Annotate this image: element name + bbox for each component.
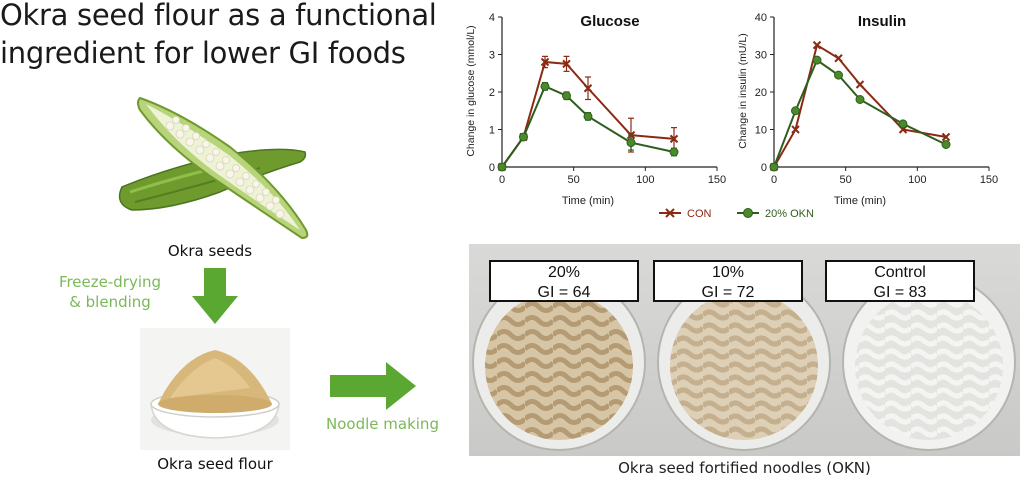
legend-okn-label: 20% OKN <box>765 208 814 220</box>
y-tick-label: 1 <box>489 125 495 137</box>
x-tick-label: 0 <box>499 174 505 186</box>
data-point <box>941 132 951 142</box>
y-tick-label: 3 <box>489 50 495 62</box>
noodle-making-label: Noodle making <box>326 415 439 433</box>
x-axis-label: Time (min) <box>562 195 614 207</box>
insulin-chart: Insulin Change in insulin (mU/L) Time (m… <box>737 12 998 207</box>
gi-box-20: 20% GI = 64 <box>489 260 639 302</box>
gi-box-percent: Control <box>874 264 926 281</box>
gi-box-value: GI = 72 <box>701 284 755 301</box>
noodles-caption: Okra seed fortified noodles (OKN) <box>618 459 871 477</box>
chart-legend: CON 20% OKN <box>659 208 814 220</box>
data-point <box>583 84 593 93</box>
flour-bowl-image <box>140 328 290 450</box>
data-point <box>497 162 507 172</box>
y-tick-label: 0 <box>489 162 495 174</box>
data-point <box>855 95 865 104</box>
okra-pods-image <box>118 96 309 240</box>
title-line-1: Okra seed flour as a functional <box>0 0 437 32</box>
data-point <box>540 57 550 67</box>
y-tick-label: 4 <box>489 12 495 24</box>
y-tick-label: 40 <box>755 12 767 24</box>
data-point <box>855 80 865 89</box>
down-arrow-icon <box>192 268 238 324</box>
data-point <box>791 106 800 116</box>
data-point <box>834 54 843 63</box>
y-axis-label: Change in insulin (mU/L) <box>737 33 749 149</box>
gi-box-10: 10% GI = 72 <box>653 260 803 302</box>
okra-seeds-label: Okra seeds <box>167 242 253 260</box>
data-point <box>562 59 571 69</box>
gi-box-value: GI = 64 <box>537 284 591 301</box>
freeze-drying-line-2: & blending <box>69 293 151 311</box>
right-arrow-icon <box>330 362 416 410</box>
data-point <box>812 55 822 65</box>
page-title: Okra seed flour as a functional ingredie… <box>0 0 437 72</box>
data-point <box>791 125 800 134</box>
legend-okn: 20% OKN <box>737 208 814 220</box>
data-point <box>769 162 779 172</box>
gi-box-percent: 20% <box>547 264 581 281</box>
data-point <box>626 138 636 148</box>
x-marker-icon <box>665 208 675 218</box>
y-axis-label: Change in glucose (mmol/L) <box>465 25 477 156</box>
gi-box-control: Control GI = 83 <box>825 260 975 302</box>
data-point <box>834 70 843 80</box>
x-tick-label: 100 <box>908 174 926 186</box>
chart-title: Insulin <box>858 13 906 30</box>
x-tick-label: 50 <box>568 174 580 186</box>
freeze-drying-label: Freeze-drying & blending <box>30 272 190 312</box>
data-point <box>583 111 593 121</box>
y-tick-label: 30 <box>755 50 767 62</box>
x-tick-label: 150 <box>980 174 998 186</box>
data-point <box>812 40 822 50</box>
x-tick-label: 150 <box>708 174 726 186</box>
x-tick-label: 100 <box>636 174 654 186</box>
gi-box-value: GI = 83 <box>873 284 927 301</box>
legend-con: CON <box>659 208 712 220</box>
title-line-2: ingredient for lower GI foods <box>0 36 406 70</box>
legend-con-label: CON <box>687 208 712 220</box>
x-tick-label: 0 <box>771 174 777 186</box>
okra-seed-flour-label: Okra seed flour <box>157 455 273 473</box>
data-point <box>519 132 528 142</box>
x-tick-label: 50 <box>840 174 852 186</box>
y-tick-label: 0 <box>761 162 767 174</box>
y-tick-label: 10 <box>755 125 767 137</box>
data-point <box>669 134 679 144</box>
y-tick-label: 20 <box>755 87 767 99</box>
gi-box-percent: 10% <box>711 264 745 281</box>
noodle-photo-panel: 20% GI = 64 10% GI = 72 Control GI = 83 <box>469 244 1020 456</box>
chart-title: Glucose <box>580 13 639 30</box>
circle-marker-icon <box>743 208 753 218</box>
data-point <box>941 140 951 149</box>
data-point <box>669 147 679 157</box>
y-tick-label: 2 <box>489 87 495 99</box>
glucose-chart: Glucose Change in glucose (mmol/L) Time … <box>465 12 726 207</box>
noodle-dishes-image <box>472 273 1016 451</box>
series-line <box>773 43 947 168</box>
freeze-drying-line-1: Freeze-drying <box>58 273 162 291</box>
x-axis-label: Time (min) <box>834 195 886 207</box>
data-point <box>562 91 571 101</box>
data-point <box>540 81 550 91</box>
data-point <box>898 119 908 129</box>
